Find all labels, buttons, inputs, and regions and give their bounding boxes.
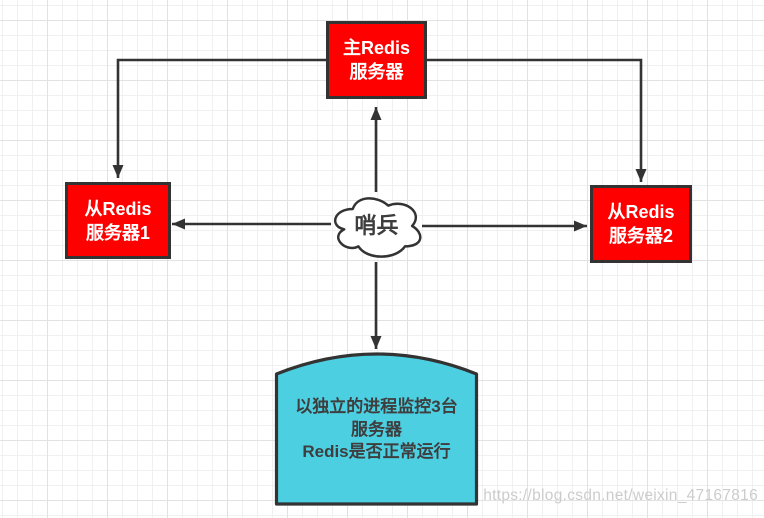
master-redis-label-line1: 主Redis — [342, 38, 411, 58]
node-monitor-description: 以独立的进程监控3台 服务器 Redis是否正常运行 — [273, 350, 480, 508]
arrow-master-to-slave1 — [112, 58, 326, 178]
node-slave-redis-1: 从Redis 服务器1 — [65, 182, 171, 259]
node-master-redis: 主Redis 服务器 — [326, 21, 427, 99]
monitor-description-text: 以独立的进程监控3台 服务器 Redis是否正常运行 — [273, 396, 480, 464]
slave-redis-2-label-line2: 服务器2 — [608, 226, 673, 246]
arched-rect-shape — [274, 352, 479, 506]
cloud-shape-icon — [333, 197, 422, 258]
node-sentinel-cloud: 哨兵 — [329, 192, 424, 260]
csdn-watermark: https://blog.csdn.net/weixin_47167816 — [483, 487, 758, 504]
monitor-text-line2: 服务器 — [351, 419, 402, 439]
slave-redis-1-label-line2: 服务器1 — [85, 222, 150, 243]
monitor-text-line1: 以独立的进程监控3台 — [295, 397, 458, 416]
monitor-text-line3: Redis是否正常运行 — [302, 442, 451, 461]
master-redis-label-line2: 服务器 — [349, 62, 404, 82]
slave-redis-1-label-line1: 从Redis — [84, 198, 152, 219]
node-slave-redis-2: 从Redis 服务器2 — [590, 185, 692, 263]
arrow-master-to-slave2 — [427, 58, 647, 182]
sentinel-label: 哨兵 — [354, 213, 399, 238]
slave-redis-2-label-line1: 从Redis — [607, 202, 675, 222]
